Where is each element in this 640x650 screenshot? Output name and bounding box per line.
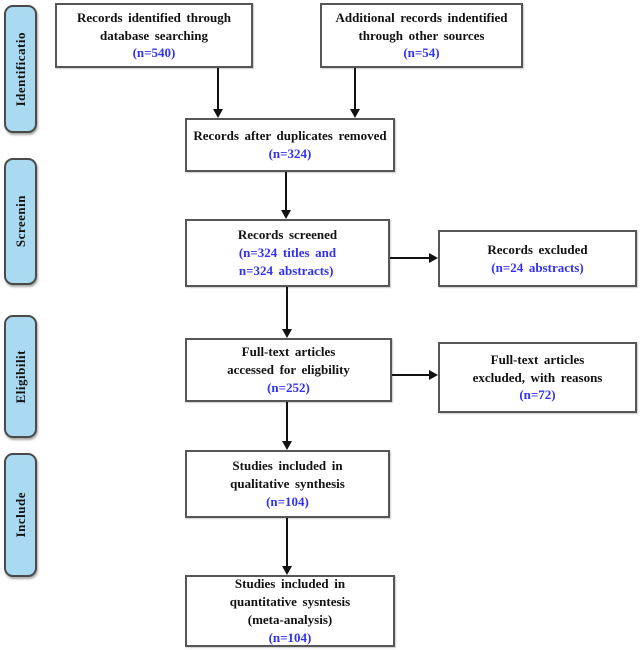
- box-quantitative-synthesis-line3: (meta-analysis): [247, 612, 333, 627]
- box-additional-records-line2: through other sources: [358, 27, 485, 43]
- box-fulltext-assessed-line1: Full-text articles: [241, 344, 336, 360]
- box-additional-records: Additional records indentified through o…: [320, 3, 523, 68]
- arrow-screened-to-fulltext: [282, 287, 292, 338]
- arrow-down-head-icon: [281, 210, 291, 219]
- box-records-identified-line1: Records identified through: [77, 9, 231, 25]
- stage-eligibility: Eligibilit: [4, 315, 37, 438]
- box-duplicates-removed: Records after duplicates removed (n=324): [185, 118, 395, 172]
- box-qualitative-synthesis-line2: qualitative synthesis: [230, 476, 345, 492]
- arrow-down-head-icon: [213, 109, 223, 118]
- arrow-shaft: [217, 68, 219, 110]
- arrow-identified-to-duplicates: [213, 68, 223, 118]
- stage-screening: Screenin: [4, 158, 37, 285]
- box-quantitative-synthesis: Studies included in quantitative sysntes…: [185, 575, 395, 647]
- box-duplicates-removed-line1: Records after duplicates removed: [193, 128, 387, 144]
- stage-included: Include: [4, 453, 37, 577]
- arrow-right-head-icon: [429, 253, 438, 263]
- box-records-excluded: Records excluded (n=24 abstracts): [438, 230, 637, 287]
- box-qualitative-synthesis-count: (n=104): [266, 493, 309, 509]
- box-fulltext-excluded-count: (n=72): [519, 387, 556, 403]
- stage-identification-label: Identificatio: [12, 31, 28, 107]
- arrow-down-head-icon: [282, 566, 292, 575]
- arrow-screened-to-excluded: [390, 253, 438, 263]
- arrow-fulltext-to-qualitative: [282, 402, 292, 450]
- stage-eligibility-label: Eligibilit: [12, 349, 28, 404]
- arrow-shaft: [392, 374, 430, 376]
- arrow-down-head-icon: [350, 109, 360, 118]
- box-fulltext-excluded-line1: Full-text articles: [490, 351, 585, 367]
- box-records-identified-count: (n=540): [132, 45, 176, 61]
- box-fulltext-excluded-line2: excluded, with reasons: [472, 369, 603, 385]
- box-records-screened: Records screened (n=324 titles and n=324…: [185, 219, 390, 287]
- arrow-shaft: [390, 257, 430, 259]
- box-fulltext-assessed: Full-text articles accessed for eligbili…: [185, 338, 392, 402]
- box-quantitative-synthesis-count: (n=104): [268, 629, 312, 645]
- arrow-shaft: [286, 287, 288, 330]
- box-fulltext-excluded: Full-text articles excluded, with reason…: [438, 342, 637, 413]
- box-records-identified: Records identified through database sear…: [55, 3, 253, 68]
- box-additional-records-count: (n=54): [403, 45, 440, 61]
- stage-included-label: Include: [12, 492, 28, 538]
- box-records-excluded-count: (n=24 abstracts): [491, 259, 584, 275]
- box-fulltext-assessed-line2: accessed for eligbility: [227, 362, 350, 378]
- arrow-duplicates-to-screened: [281, 172, 291, 219]
- box-quantitative-synthesis-line1: Studies included in: [234, 576, 346, 592]
- box-duplicates-removed-count: (n=324): [268, 146, 312, 161]
- arrow-fulltext-to-fulltext-excluded: [392, 370, 438, 380]
- arrow-shaft: [286, 402, 288, 442]
- arrow-shaft: [286, 518, 288, 567]
- arrow-additional-to-duplicates: [350, 68, 360, 118]
- arrow-shaft: [285, 172, 287, 211]
- stage-screening-label: Screenin: [12, 195, 28, 248]
- box-records-screened-count-line1: (n=324 titles and: [238, 245, 337, 261]
- box-records-screened-count-line2: n=324 abstracts): [238, 262, 334, 278]
- box-qualitative-synthesis: Studies included in qualitative synthesi…: [185, 450, 390, 518]
- stage-identification: Identificatio: [4, 5, 37, 133]
- box-records-identified-line2: database searching: [100, 27, 208, 43]
- arrow-shaft: [354, 68, 356, 110]
- arrow-qualitative-to-quantitative: [282, 518, 292, 575]
- arrow-down-head-icon: [282, 329, 292, 338]
- arrow-right-head-icon: [429, 370, 438, 380]
- box-records-excluded-line1: Records excluded: [487, 241, 588, 257]
- box-records-screened-count: (n=324 titles and n=324 abstracts): [239, 244, 336, 280]
- box-records-screened-line1: Records screened: [237, 227, 338, 243]
- box-fulltext-assessed-count: (n=252): [267, 379, 310, 395]
- box-quantitative-synthesis-line2: quantitative sysntesis: [229, 594, 351, 610]
- box-additional-records-line1: Additional records indentified: [335, 9, 508, 25]
- arrow-down-head-icon: [282, 441, 292, 450]
- box-qualitative-synthesis-line1: Studies included in: [232, 458, 343, 474]
